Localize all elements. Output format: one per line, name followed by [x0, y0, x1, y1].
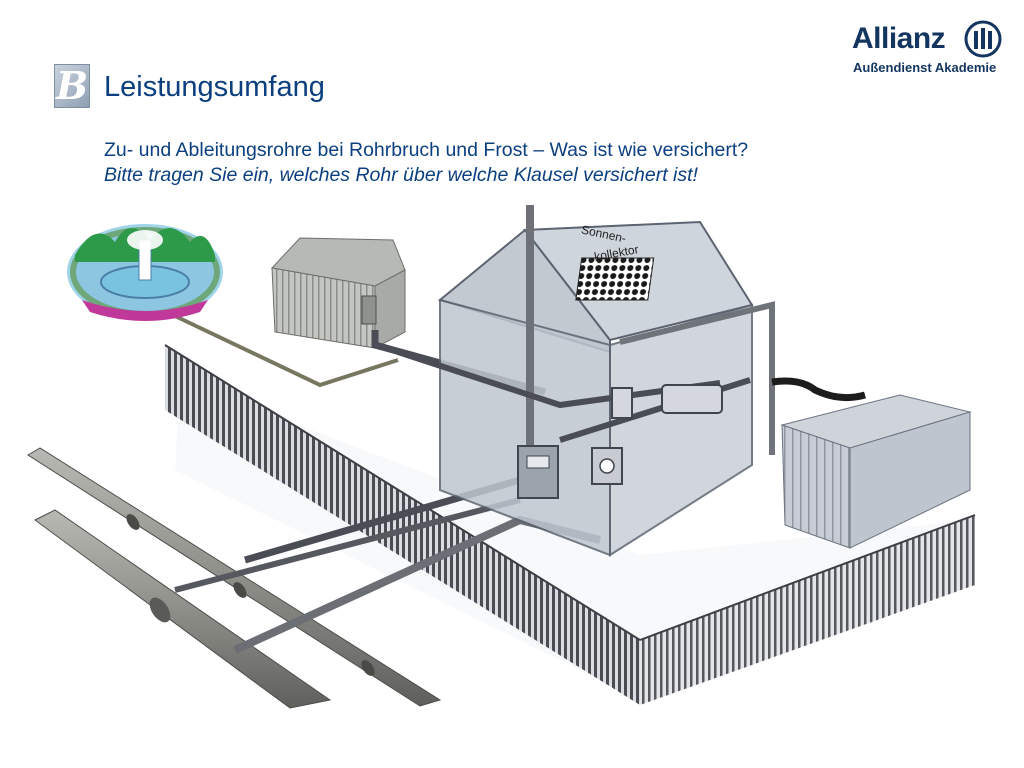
shed-side: [374, 269, 406, 349]
main-pipe-coupling: [361, 660, 375, 676]
brand-subtitle: Außendienst Akademie: [853, 60, 997, 75]
allianz-eagle-logo-icon: [964, 20, 1002, 58]
solar-collector: [575, 257, 655, 301]
valve-box: [611, 387, 633, 419]
fountain-pipe: [174, 314, 399, 388]
shed-door: [361, 295, 377, 325]
heating-unit-gauge: [599, 458, 615, 474]
fence-left-top-rail: [164, 344, 641, 641]
section-letter-badge: B: [54, 63, 90, 108]
supply-pipe-3: [174, 497, 521, 593]
brand-logo-text: Allianz: [852, 22, 946, 55]
instruction-text: Bitte tragen Sie ein, welches Rohr über …: [104, 164, 698, 186]
black-hose: [771, 377, 866, 402]
house-side-wall: [609, 303, 753, 557]
page-title: Leistungsumfang: [104, 71, 325, 103]
fountain-flowers: [82, 300, 208, 321]
fence-left: [165, 345, 640, 705]
chimney-pipe: [526, 205, 534, 495]
outbuilding-side: [849, 411, 971, 549]
water-meter: [517, 445, 559, 499]
main-pipe-lower: [34, 509, 332, 709]
main-pipe-coupling: [126, 514, 140, 530]
fountain-spray: [127, 230, 163, 250]
water-meter-dial: [526, 455, 550, 469]
rain-gutter: [619, 301, 775, 455]
fence-right: [640, 515, 975, 705]
question-subtitle: Zu- und Ableitungsrohre bei Rohrbruch un…: [104, 139, 749, 161]
boiler-tank: [661, 384, 723, 414]
main-pipe-coupling: [149, 597, 171, 623]
fence-right-top-rail: [639, 514, 976, 641]
main-pipe-coupling: [233, 582, 247, 598]
